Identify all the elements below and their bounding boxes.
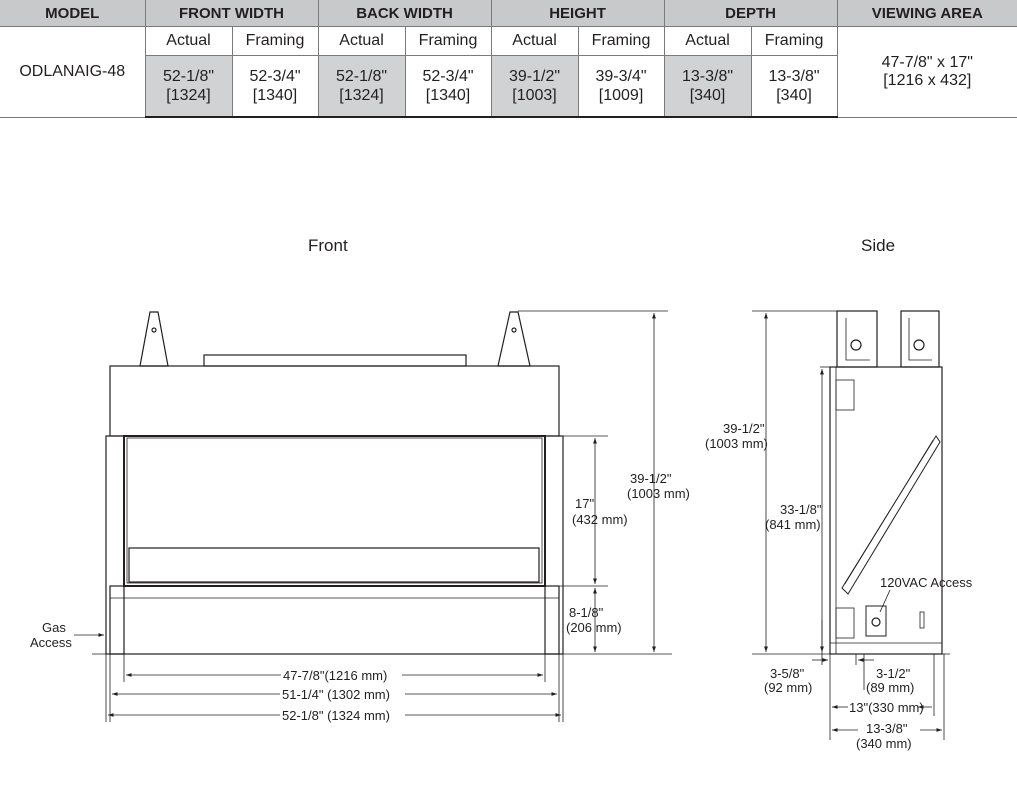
header-viewing-area: VIEWING AREA [836, 0, 1017, 27]
side-height2-in: 33-1/8" [780, 502, 822, 517]
depth1-mm: (92 mm) [764, 680, 812, 695]
header-panel [109, 365, 560, 437]
valve-mark [919, 611, 925, 629]
collar-hole [913, 339, 925, 351]
viewing-area-cell: 47-7/8" x 17"[1216 x 432] [836, 26, 1017, 118]
value-in: 13-3/8" [682, 68, 734, 85]
viewing-area-mm: [1216 x 432] [883, 71, 972, 89]
depth1-in: 3-5/8" [770, 666, 805, 681]
value-in: 39-3/4" [595, 68, 647, 85]
header-model: MODEL [0, 0, 146, 27]
side-bracket [835, 379, 855, 411]
depth2-mm: (89 mm) [866, 680, 914, 695]
side-height2-mm: (841 mm) [765, 517, 821, 532]
front-height-mm: (1003 mm) [627, 486, 690, 501]
side-height-in: 39-1/2" [723, 421, 765, 436]
value-in: 52-1/8" [162, 68, 215, 85]
base-height-mm: (206 mm) [566, 620, 622, 635]
sub-framing: Framing [577, 26, 665, 56]
vac-label: 120VAC Access [880, 575, 973, 590]
vent-collar-front [836, 310, 878, 368]
collar-hole [850, 339, 862, 351]
right-bracket [497, 311, 531, 367]
sub-actual: Actual [490, 26, 579, 56]
width-inner: 51-1/4" (1302 mm) [282, 687, 390, 702]
sub-actual: Actual [317, 26, 406, 56]
depth2-in: 3-1/2" [876, 666, 911, 681]
vac-leader [879, 589, 891, 613]
value-mm: [340] [776, 87, 812, 104]
value-mm: [1324] [339, 87, 384, 104]
sub-framing: Framing [231, 26, 319, 56]
vent-collar-rear [900, 310, 940, 368]
side-title: Side [861, 236, 896, 255]
header-height: HEIGHT [490, 0, 665, 27]
inner-glass [126, 437, 543, 584]
gas-bracket [835, 607, 855, 639]
value-in: 52-3/4" [249, 68, 301, 85]
value-cell: 52-1/8" [1324] [317, 55, 406, 118]
sub-actual: Actual [144, 26, 233, 56]
side-height-mm: (1003 mm) [705, 436, 768, 451]
side-dim-lines [752, 310, 950, 740]
spec-table: MODEL FRONT WIDTH BACK WIDTH HEIGHT DEPT… [0, 0, 1017, 118]
burner-tray [128, 547, 540, 583]
viewing-window [123, 435, 546, 587]
sub-framing: Framing [404, 26, 492, 56]
bracket-hole [151, 327, 157, 333]
view-height-in: 17" [575, 496, 594, 511]
front-height-in: 39-1/2" [630, 471, 672, 486]
base-panel [109, 585, 560, 655]
value-in: 39-1/2" [508, 68, 561, 85]
collar-detail [845, 318, 870, 361]
sub-framing: Framing [750, 26, 838, 56]
value-mm: [1009] [598, 87, 644, 104]
width-viewing: 47-7/8"(1216 mm) [283, 668, 387, 683]
vac-outlet [871, 617, 881, 627]
sub-actual: Actual [663, 26, 752, 56]
value-in: 52-1/8" [335, 68, 388, 85]
side-unit [829, 310, 943, 655]
model-cell: ODLANAIG-48 [0, 26, 146, 118]
value-cell: 13-3/8" [340] [663, 55, 752, 118]
front-unit [105, 311, 564, 655]
bracket-hole [511, 327, 517, 333]
value-mm: [1003] [512, 87, 557, 104]
glass-channel-inner [844, 439, 934, 585]
front-title: Front [308, 236, 348, 255]
gas-label-1: Gas [42, 620, 66, 635]
value-mm: [1324] [166, 87, 211, 104]
right-side-panel [544, 435, 564, 655]
header-back-width: BACK WIDTH [317, 0, 492, 27]
value-cell: 39-3/4" [1009] [577, 55, 665, 118]
value-cell: 52-3/4" [1340] [231, 55, 319, 118]
value-in: 52-3/4" [422, 68, 474, 85]
value-mm: [340] [689, 87, 726, 104]
glass-channel [841, 435, 941, 595]
viewing-area-in: 47-7/8" x 17" [881, 53, 973, 71]
view-height-mm: (432 mm) [572, 512, 628, 527]
value-cell: 52-3/4" [1340] [404, 55, 492, 118]
left-bracket [139, 311, 169, 367]
collar-detail [908, 318, 932, 361]
width-overall: 52-1/8" (1324 mm) [282, 708, 390, 723]
value-cell: 52-1/8" [1324] [145, 55, 233, 118]
value-mm: [1340] [252, 87, 298, 104]
value-in: 13-3/8" [768, 68, 820, 85]
header-front-width: FRONT WIDTH [144, 0, 319, 27]
base-height-in: 8-1/8" [569, 605, 604, 620]
left-side-panel [105, 435, 125, 655]
top-vent [203, 354, 467, 367]
value-cell: 13-3/8" [340] [750, 55, 838, 118]
vac-box [865, 605, 887, 637]
depth4-mm: (340 mm) [856, 736, 912, 751]
front-dim-lines [74, 310, 672, 722]
depth4-in: 13-3/8" [866, 721, 908, 736]
gas-label-2: Access [30, 635, 72, 650]
value-cell: 39-1/2" [1003] [490, 55, 579, 118]
depth3: 13"(330 mm) [849, 700, 924, 715]
value-mm: [1340] [425, 87, 471, 104]
